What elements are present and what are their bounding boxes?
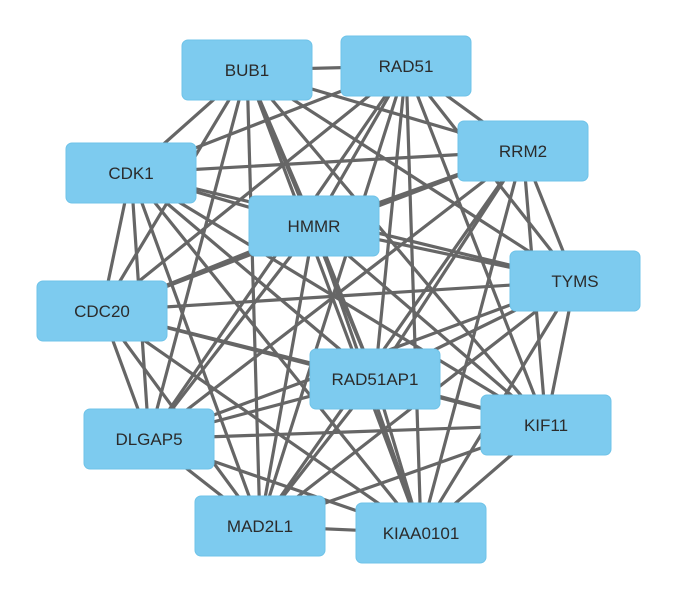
node-cdk1[interactable]: CDK1 [65, 142, 197, 204]
node-box [181, 39, 313, 101]
node-box [340, 35, 472, 97]
node-box [36, 280, 168, 342]
node-box [65, 142, 197, 204]
node-mad2l1[interactable]: MAD2L1 [194, 495, 326, 557]
node-kiaa0101[interactable]: KIAA0101 [355, 502, 487, 564]
edge-rrm2-mad2l1 [258, 149, 525, 528]
node-bub1[interactable]: BUB1 [181, 39, 313, 101]
edge-bub1-kiaa0101 [245, 68, 423, 535]
edge-rad51-rad51ap1 [373, 64, 408, 381]
node-label: KIAA0101 [383, 524, 460, 543]
node-box [194, 495, 326, 557]
edge-rrm2-rad51ap1 [373, 149, 525, 381]
node-box [355, 502, 487, 564]
node-label: RRM2 [499, 142, 547, 161]
node-box [480, 394, 612, 456]
edge-hmmr-mad2l1 [258, 224, 316, 528]
node-box [457, 120, 589, 182]
node-box [309, 348, 441, 410]
edge-rad51-kiaa0101 [404, 64, 423, 535]
node-label: BUB1 [225, 61, 269, 80]
node-tyms[interactable]: TYMS [509, 250, 641, 312]
node-label: RAD51 [379, 57, 434, 76]
node-cdc20[interactable]: CDC20 [36, 280, 168, 342]
edge-cdk1-mad2l1 [129, 171, 262, 528]
node-label: CDK1 [108, 164, 153, 183]
edge-rrm2-kiaa0101 [419, 149, 525, 535]
node-rad51[interactable]: RAD51 [340, 35, 472, 97]
node-rrm2[interactable]: RRM2 [457, 120, 589, 182]
node-label: RAD51AP1 [332, 370, 419, 389]
node-label: TYMS [551, 272, 598, 291]
node-label: MAD2L1 [227, 517, 293, 536]
node-label: CDC20 [74, 302, 130, 321]
node-label: DLGAP5 [115, 430, 182, 449]
node-box [509, 250, 641, 312]
node-hmmr[interactable]: HMMR [248, 195, 380, 257]
node-box [248, 195, 380, 257]
edge-tyms-cdc20 [100, 279, 577, 313]
node-label: KIF11 [524, 416, 568, 435]
edge-hmmr-dlgap5 [147, 224, 316, 441]
edge-bub1-mad2l1 [245, 68, 262, 528]
node-box [83, 408, 215, 470]
edge-rad51-cdc20 [100, 64, 408, 313]
node-rad51ap1[interactable]: RAD51AP1 [309, 348, 441, 410]
edge-cdc20-kiaa0101 [100, 309, 423, 535]
node-kif11[interactable]: KIF11 [480, 394, 612, 456]
node-dlgap5[interactable]: DLGAP5 [83, 408, 215, 470]
edge-kif11-dlgap5 [147, 423, 548, 441]
edge-cdk1-rad51ap1 [129, 171, 377, 381]
node-label: HMMR [288, 217, 341, 236]
